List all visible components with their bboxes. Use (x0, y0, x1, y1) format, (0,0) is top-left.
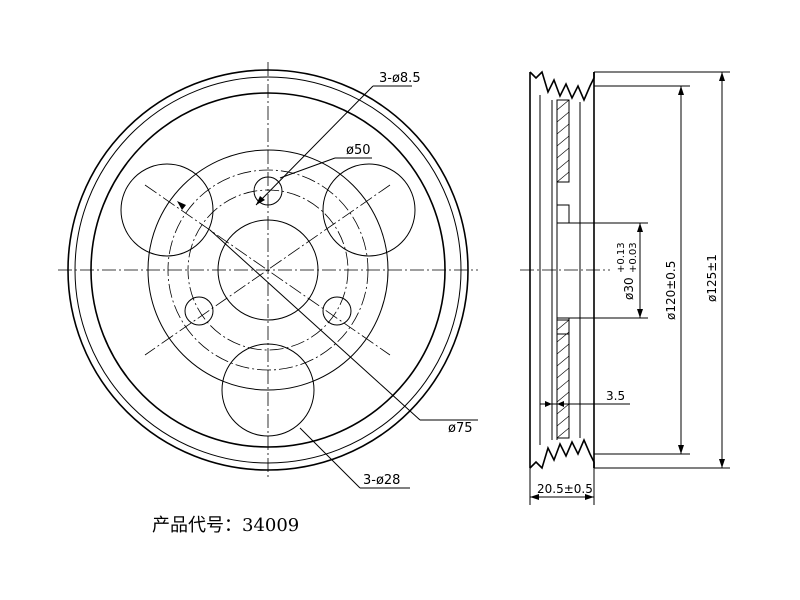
small-hole-2 (184, 296, 214, 326)
section-view: ø30 +0.13 +0.03 ø120±0.5 ø125±1 3.5 20.5… (520, 70, 730, 505)
product-code-label: 产品代号： (152, 515, 242, 536)
hole-large-label: 3-ø28 (363, 473, 400, 488)
web-thickness-dim: 3.5 (606, 389, 625, 403)
pcd-large-label: ø75 (448, 421, 473, 436)
width-dim: 20.5±0.5 (537, 482, 593, 496)
outer-dia-dim: ø125±1 (705, 254, 719, 302)
hole-small-label: 3-ø8.5 (379, 71, 421, 86)
product-code: 产品代号：34009 (152, 511, 299, 537)
large-hole-2 (322, 163, 416, 257)
front-view: 3-ø8.5 ø50 ø75 3-ø28 (58, 62, 478, 489)
product-code-value: 34009 (242, 515, 300, 536)
bore-tol-upper: +0.13 (616, 242, 627, 273)
small-hole-3 (322, 296, 352, 326)
bore-dim: ø30 (622, 277, 636, 300)
pcd-small-label: ø50 (346, 143, 371, 158)
large-hole-1 (120, 163, 214, 257)
bore-tol-lower: +0.03 (628, 242, 639, 273)
hub-dia-dim: ø120±0.5 (664, 261, 678, 320)
